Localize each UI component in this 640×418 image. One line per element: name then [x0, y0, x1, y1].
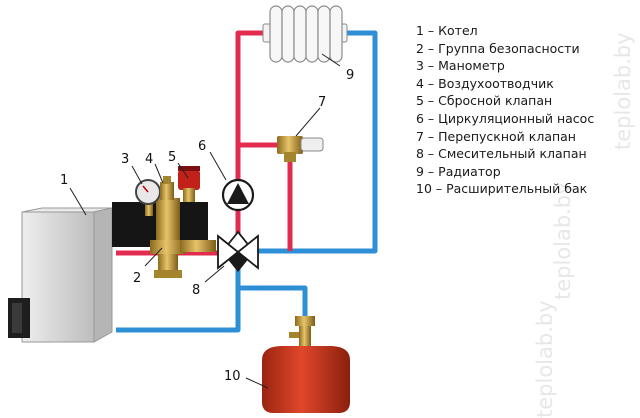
callout-7: 7	[318, 95, 326, 110]
callout-8: 8	[192, 283, 200, 298]
callout-6: 6	[198, 139, 206, 154]
legend-item-manometer: 3 – Манометр	[416, 58, 505, 74]
svg-text:teplolab.by: teplolab.by	[551, 182, 575, 300]
callout-9: 9	[346, 68, 354, 83]
manometer	[135, 179, 161, 216]
callout-2: 2	[133, 271, 141, 286]
svg-text:teplolab.by: teplolab.by	[611, 32, 635, 150]
callout-3: 3	[121, 152, 129, 167]
callout-numbers: 1 2 3 4 5 6 7 8 9 10	[60, 68, 354, 384]
legend-item-mixing-valve: 8 – Смесительный клапан	[416, 146, 587, 162]
callout-lines	[69, 53, 341, 389]
watermark: teplolab.by teplolab.by teplolab.by	[533, 32, 635, 418]
safety-group	[112, 198, 216, 278]
legend-item-radiator: 9 – Радиатор	[416, 163, 501, 179]
legend-item-air-vent: 4 – Воздухоотводчик	[416, 75, 554, 91]
callout-1: 1	[60, 173, 68, 188]
callout-5: 5	[168, 150, 176, 165]
boiler	[8, 207, 113, 343]
callout-4: 4	[145, 152, 153, 167]
legend-item-expansion-tank: 10 – Расширительный бак	[416, 181, 588, 197]
legend-item-safety-group: 2 – Группа безопасности	[416, 40, 580, 56]
legend-item-circulation-pump: 6 – Циркуляционный насос	[416, 110, 595, 126]
callout-10: 10	[224, 369, 241, 384]
circulation-pump	[221, 178, 255, 212]
legend-item-bypass-valve: 7 – Перепускной клапан	[416, 128, 576, 144]
return-pipe	[116, 30, 378, 333]
svg-text:teplolab.by: teplolab.by	[533, 300, 557, 418]
legend-item-boiler: 1 – Котел	[416, 23, 478, 38]
bypass-valve	[277, 136, 324, 162]
legend: 1 – Котел 2 – Группа безопасности 3 – Ма…	[416, 22, 594, 198]
legend-item-relief-valve: 5 – Сбросной клапан	[416, 93, 553, 109]
expansion-tank	[262, 316, 350, 413]
radiator	[262, 5, 348, 63]
mixing-valve	[217, 230, 259, 272]
air-vent	[160, 176, 174, 200]
relief-valve	[178, 166, 200, 202]
